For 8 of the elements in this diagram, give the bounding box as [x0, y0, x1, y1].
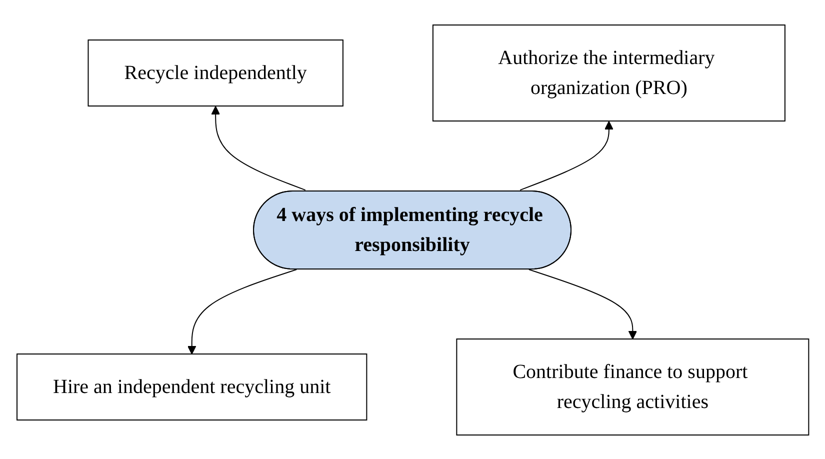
arrow [519, 120, 613, 190]
node-box: Contribute finance to support recycling activities [456, 338, 809, 435]
node-box: Recycle independently [87, 39, 344, 106]
arrow [210, 106, 306, 190]
node-box: Authorize the intermediary organization (PRO) [432, 24, 786, 121]
arrow [528, 268, 637, 339]
arrow [187, 268, 297, 354]
node-box: Hire an independent recycling unit [16, 353, 367, 420]
